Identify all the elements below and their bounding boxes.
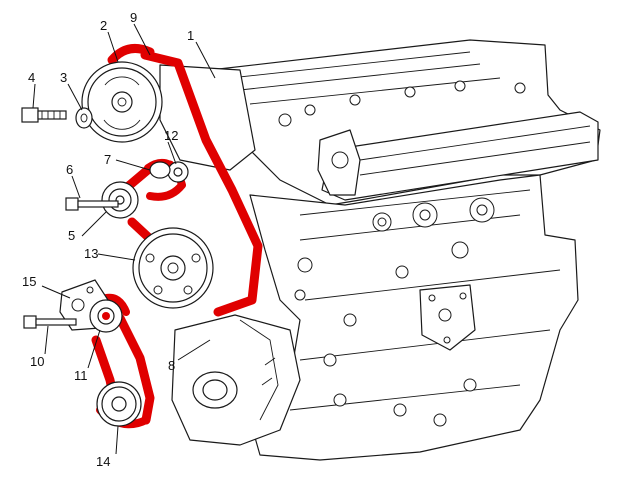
callout-8: 8 <box>168 358 175 373</box>
callout-2: 2 <box>100 18 107 33</box>
callout-10: 10 <box>30 354 44 369</box>
engine-block <box>159 39 601 461</box>
callout-9: 9 <box>130 10 137 25</box>
callout-labels: 1 2 3 4 5 6 7 8 9 10 11 12 13 14 15 <box>22 10 194 469</box>
callout-5: 5 <box>68 228 75 243</box>
spacer-7 <box>149 161 171 179</box>
leader-lines <box>32 23 216 455</box>
callout-11: 11 <box>74 368 88 383</box>
bolt-6 <box>65 197 119 211</box>
callout-1: 1 <box>187 28 194 43</box>
callout-14: 14 <box>96 454 110 469</box>
callout-4: 4 <box>28 70 35 85</box>
callout-15: 15 <box>22 274 36 289</box>
callout-13: 13 <box>84 246 98 261</box>
washer <box>75 107 93 129</box>
callout-7: 7 <box>104 152 111 167</box>
intermediate-pulley <box>132 227 214 309</box>
oil-pump-housing <box>239 319 279 421</box>
bolt-10 <box>23 315 77 329</box>
idler-pulley-12 <box>167 161 189 183</box>
crankshaft-pulley <box>96 381 142 427</box>
tensioner-pulley <box>101 181 139 219</box>
callout-12: 12 <box>164 128 178 143</box>
callout-3: 3 <box>60 70 67 85</box>
tensioner-roller-11 <box>89 299 123 333</box>
camshaft-pulley <box>81 61 163 143</box>
callout-6: 6 <box>66 162 73 177</box>
bolt-4 <box>21 107 67 123</box>
